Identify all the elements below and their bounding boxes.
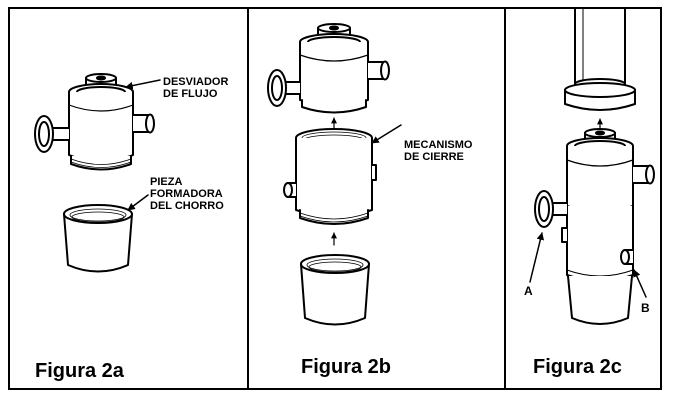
- callout-flow-diverter-line2: DE FLUJO: [163, 88, 218, 100]
- callout-aerator: PIEZA FORMADORA DEL CHORRO: [150, 176, 224, 212]
- caption-figure-2c: Figura 2c: [533, 356, 622, 378]
- aerator-illustration: [63, 204, 133, 273]
- panel-divider-2: [504, 7, 506, 390]
- callout-aerator-line3: DEL CHORRO: [150, 200, 224, 212]
- caption-figure-2b: Figura 2b: [301, 356, 392, 378]
- callout-flow-diverter-line1: DESVIADOR: [163, 76, 229, 88]
- aerator-illustration-b: [300, 254, 370, 326]
- callout-shutoff-line1: MECANISMO: [404, 139, 473, 151]
- shutoff-mechanism-illustration: [283, 128, 377, 225]
- callout-aerator-line2: FORMADORA: [150, 188, 223, 200]
- faucet-spout-illustration: [564, 8, 636, 111]
- callout-aerator-line1: PIEZA: [150, 176, 183, 188]
- callout-flow-diverter: DESVIADOR DE FLUJO: [163, 76, 228, 100]
- callout-b: B: [641, 301, 650, 315]
- figure-frame: [8, 7, 662, 390]
- flow-diverter-illustration: [34, 73, 155, 171]
- callout-shutoff-line2: DE CIERRE: [404, 151, 464, 163]
- panel-divider-1: [247, 7, 249, 390]
- caption-figure-2a: Figura 2a: [35, 360, 124, 382]
- callout-a: A: [524, 284, 533, 298]
- callout-shutoff-mechanism: MECANISMO DE CIERRE: [404, 139, 472, 163]
- assembled-unit-illustration: [534, 128, 655, 325]
- flow-diverter-illustration-b: [267, 23, 390, 114]
